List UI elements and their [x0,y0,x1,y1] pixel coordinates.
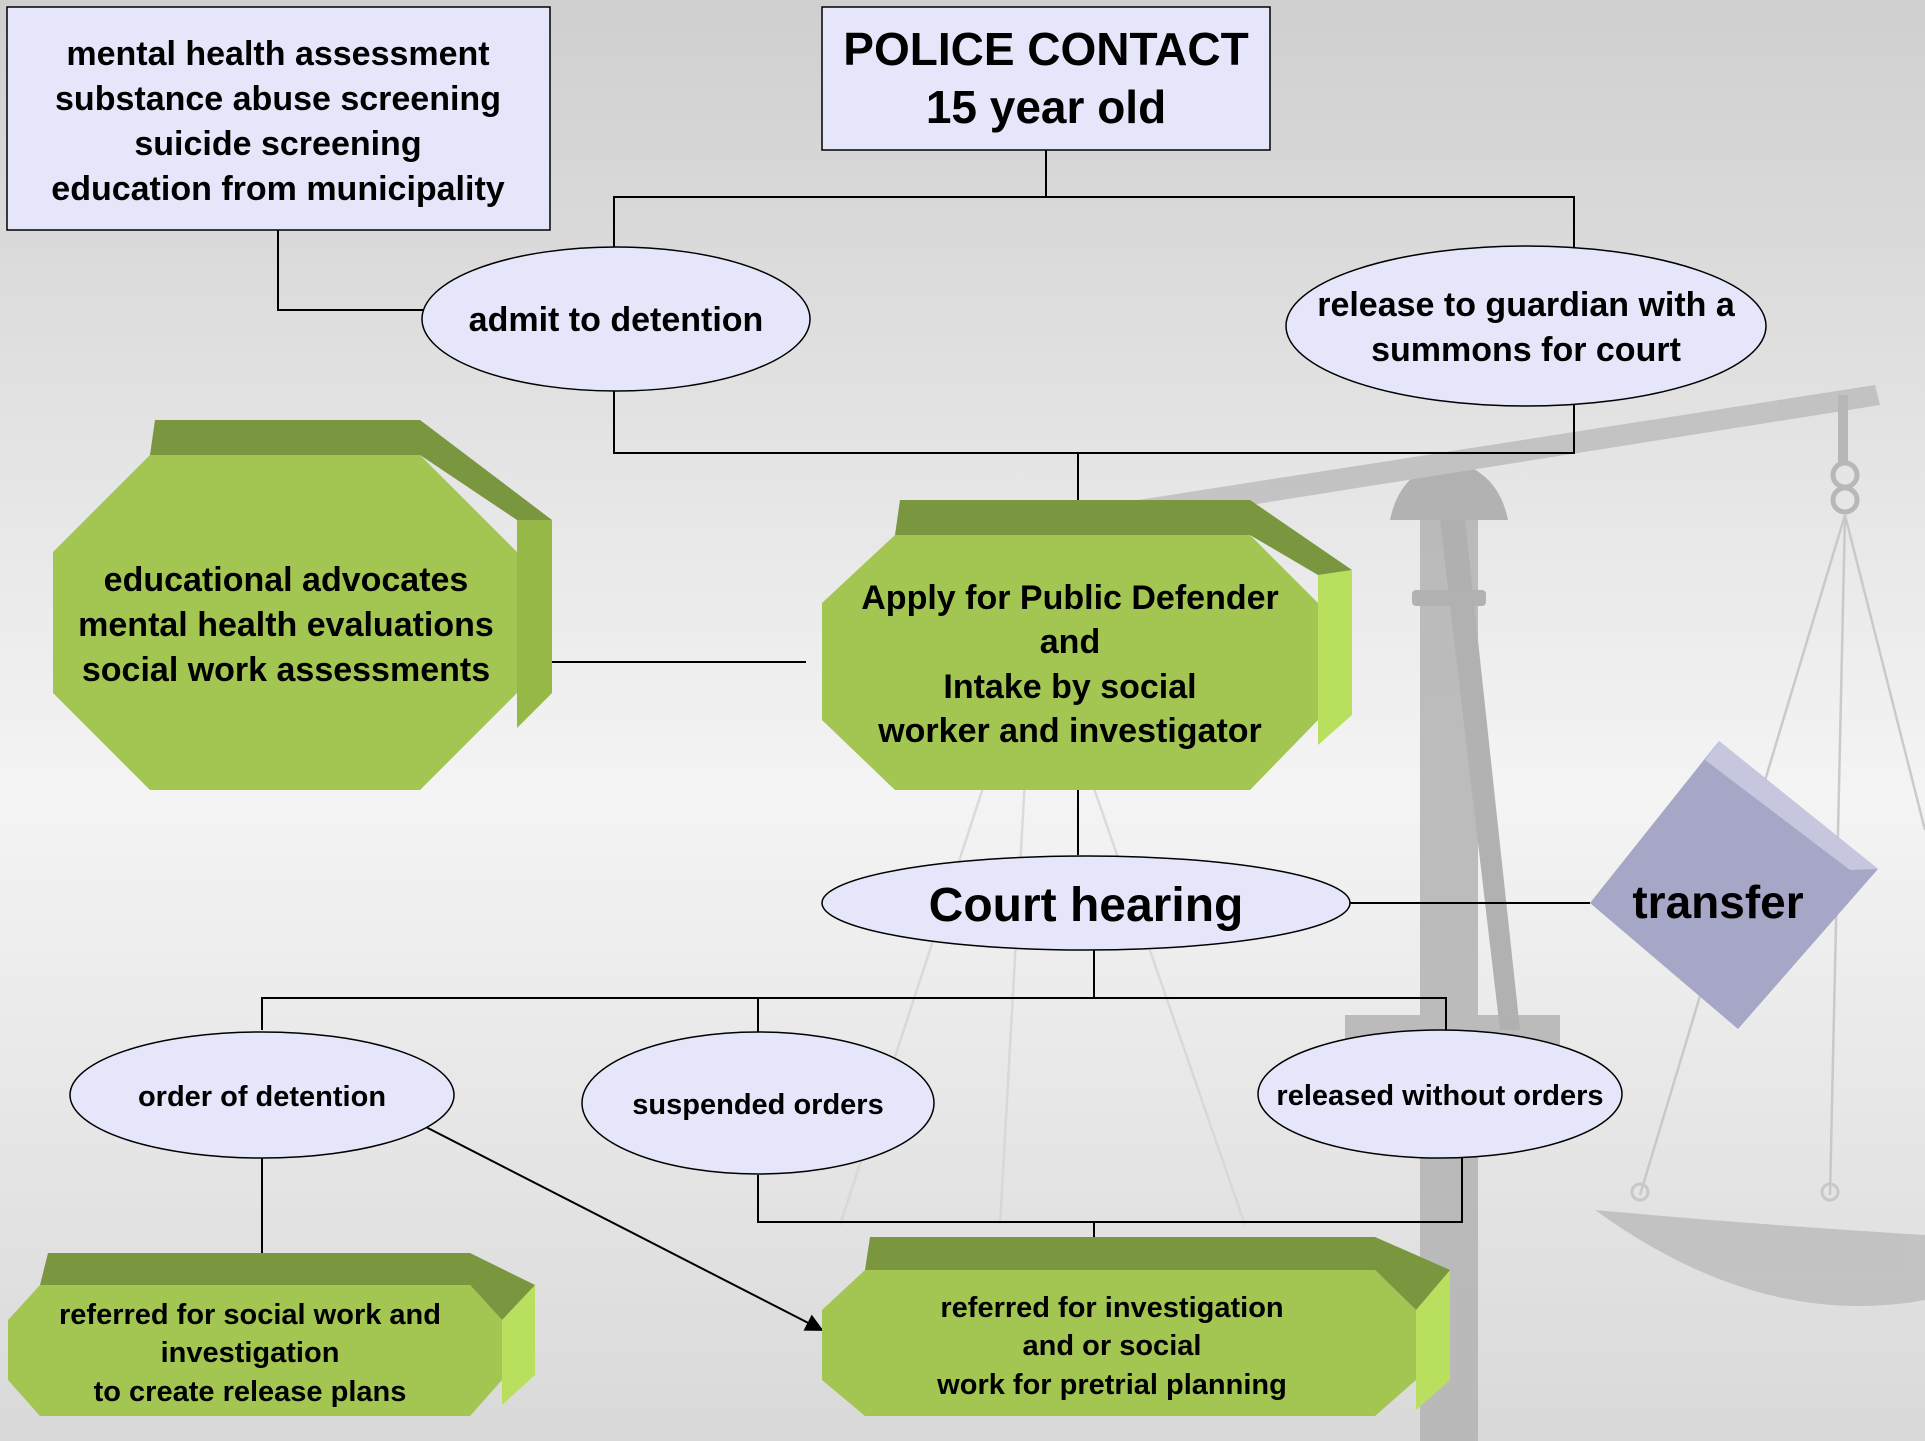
admit-to-detention-label: admit to detention [469,301,764,339]
pretrial-line-3: work for pretrial planning [936,1369,1287,1401]
pretrial-line-1: referred for investigation [940,1292,1283,1324]
release-plans-line-3: to create release plans [94,1376,407,1408]
court-hearing-node: Court hearing [821,855,1351,951]
released-without-orders-node: released without orders [1257,1029,1623,1159]
police-contact-line-2: 15 year old [926,81,1166,133]
connector-screening-to-admit [277,230,424,311]
released-without-orders-label: released without orders [1276,1080,1603,1112]
release-plans-line-1: referred for social work and [59,1299,441,1331]
connector-admit-release-merge [613,390,1575,454]
suspended-orders-node: suspended orders [581,1031,935,1175]
suspended-orders-label: suspended orders [632,1089,883,1121]
arrow-order-to-pretrial [421,1124,824,1331]
court-hearing-label: Court hearing [929,879,1244,932]
screening-line-4: education from municipality [51,170,504,208]
screening-node: mental health assessment substance abuse… [6,6,551,231]
advocates-node: educational advocates mental health eval… [53,420,552,790]
police-contact-node: POLICE CONTACT 15 year old [821,6,1271,151]
public-defender-line-3: Intake by social [943,668,1196,706]
release-to-guardian-line-2: summons for court [1371,331,1681,369]
pretrial-line-2: and or social [1023,1330,1202,1362]
advocates-line-2: mental health evaluations [78,606,494,644]
order-of-detention-label: order of detention [138,1081,386,1113]
pretrial-planning-node: referred for investigation and or social… [822,1237,1450,1416]
advocates-line-3: social work assessments [82,651,490,689]
screening-line-3: suicide screening [134,125,421,163]
connector-police-to-release [1046,196,1575,247]
release-to-guardian-node: release to guardian with a summons for c… [1285,245,1767,407]
public-defender-line-1: Apply for Public Defender [861,579,1279,617]
release-plans-line-2: investigation [161,1337,340,1369]
connector-court-to-released [1094,997,1447,1030]
public-defender-node: Apply for Public Defender and Intake by … [822,500,1352,790]
advocates-line-1: educational advocates [104,561,469,599]
order-of-detention-node: order of detention [69,1031,455,1159]
screening-line-1: mental health assessment [66,35,489,73]
public-defender-line-2: and [1040,623,1100,661]
transfer-node: transfer [1590,741,1878,1029]
release-to-guardian-line-1: release to guardian with a [1317,286,1736,324]
release-plans-node: referred for social work and investigati… [8,1253,535,1416]
public-defender-line-4: worker and investigator [877,712,1262,750]
screening-line-2: substance abuse screening [55,80,501,118]
connector-court-to-order-detention [261,950,1095,1030]
police-contact-line-1: POLICE CONTACT [843,23,1248,75]
admit-to-detention-node: admit to detention [421,246,811,392]
connector-suspended-released-merge [757,1158,1463,1223]
transfer-label: transfer [1632,876,1803,928]
connectors [253,150,1590,1331]
connector-police-to-admit [613,150,1047,247]
